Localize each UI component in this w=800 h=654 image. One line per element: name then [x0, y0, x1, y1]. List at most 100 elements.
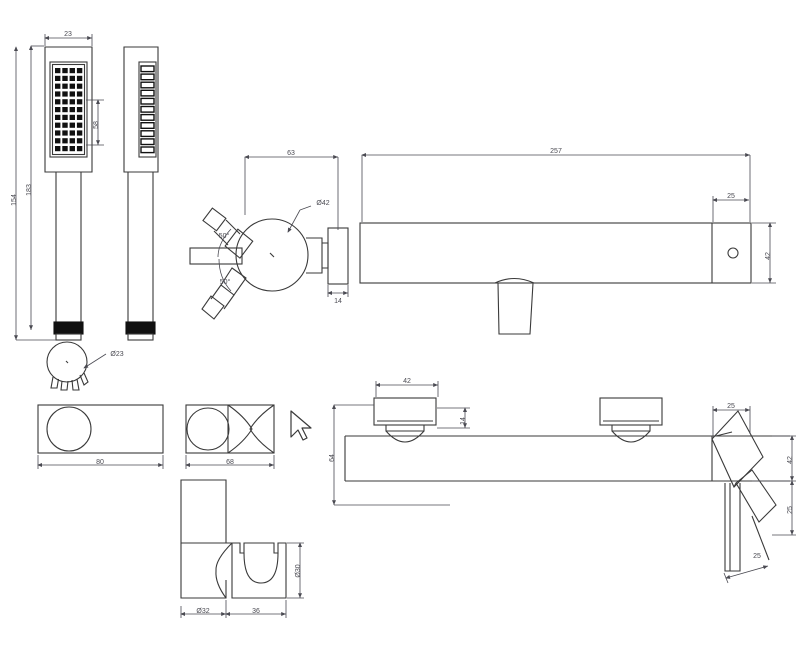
dim-mixer-end-25 — [712, 196, 749, 222]
dim-cradle-diameter-30 — [287, 542, 304, 599]
nozzle-cell — [76, 83, 83, 89]
view-bracket-front — [180, 479, 287, 599]
dim-bracket-side-68 — [185, 455, 275, 469]
dim-outlet-offset-25 — [712, 406, 751, 436]
nozzle-cell — [76, 107, 83, 113]
dim-bracket-width-80 — [37, 455, 164, 469]
nozzle-grid-front — [55, 68, 83, 152]
view-bracket-side — [185, 404, 275, 454]
nozzle-cell — [69, 138, 75, 144]
dim-label-handshower-width: 23 — [64, 31, 72, 38]
nozzle-cell — [76, 75, 83, 81]
dim-label-outlet-offset: 25 — [727, 403, 735, 410]
dim-drop-25 — [772, 480, 796, 536]
nozzle-cell — [55, 107, 61, 113]
nozzle-grid-side — [140, 65, 155, 154]
dim-handle-height-14 — [437, 407, 470, 429]
dim-label-cradle-diameter: Ø30 — [295, 564, 302, 577]
nozzle-cell — [69, 122, 75, 128]
dim-label-outlet-diameter: Ø23 — [110, 351, 123, 358]
nozzle-cell — [62, 122, 68, 128]
nozzle-cell — [55, 75, 61, 81]
dim-label-plate-diameter: Ø32 — [196, 608, 209, 615]
dim-label-mixer-length: 257 — [550, 148, 562, 155]
dim-label-handle-height: 14 — [460, 417, 467, 425]
nozzle-cell — [69, 68, 75, 74]
dim-label-bracket-side: 68 — [226, 459, 234, 466]
dim-outlet-diameter-23 — [83, 353, 107, 369]
dim-label-mixer-end: 25 — [727, 193, 735, 200]
dim-outlet-depth-42 — [752, 435, 796, 482]
dim-label-overall-height: 64 — [329, 454, 336, 462]
dim-label-hose: 25 — [753, 553, 761, 560]
nozzle-cell — [62, 138, 68, 144]
nozzle-cell — [76, 122, 83, 128]
view-handshower-side — [123, 46, 159, 341]
dim-knob-diameter-42 — [287, 205, 312, 233]
nozzle-cell — [55, 146, 61, 152]
dim-label-escutcheon: 14 — [334, 298, 342, 305]
nozzle-cell — [62, 114, 68, 120]
nozzle-cell — [140, 146, 155, 154]
nozzle-cell — [140, 138, 155, 146]
nozzle-cell — [55, 91, 61, 97]
view-mixer-bar-front — [344, 397, 790, 572]
nozzle-cell — [62, 91, 68, 97]
nozzle-cell — [140, 73, 155, 81]
dim-label-outlet-depth: 42 — [787, 456, 794, 464]
view-valve-body-front — [189, 207, 349, 320]
nozzle-cell — [69, 99, 75, 105]
dim-handle-width-42 — [375, 381, 439, 397]
dim-label-angle-lower: 50° — [220, 278, 231, 286]
nozzle-cell — [76, 146, 83, 152]
nozzle-cell — [69, 130, 75, 136]
nozzle-cell — [69, 146, 75, 152]
nozzle-cell — [69, 75, 75, 81]
dim-handshower-183 — [29, 45, 44, 330]
nozzle-cell — [76, 99, 83, 105]
nozzle-cell — [76, 138, 83, 144]
nozzle-cell — [69, 83, 75, 89]
dim-valve-width-63 — [244, 155, 339, 230]
nozzle-cell — [76, 114, 83, 120]
view-handshower-front — [44, 46, 93, 341]
nozzle-cell — [140, 121, 155, 129]
nozzle-cell — [62, 146, 68, 152]
dim-mixer-length-257 — [361, 153, 751, 222]
dim-label-handshower-154: 154 — [11, 194, 18, 206]
nozzle-cell — [55, 138, 61, 144]
view-mixer-bar-top — [359, 222, 752, 335]
nozzle-cell — [55, 130, 61, 136]
nozzle-cell — [69, 91, 75, 97]
nozzle-cell — [62, 130, 68, 136]
dim-mixer-depth-42 — [752, 222, 776, 284]
dim-handshower-154 — [14, 46, 56, 341]
nozzle-cell — [69, 114, 75, 120]
dim-label-knob-diameter: Ø42 — [316, 200, 329, 207]
mouse-pointer-icon — [290, 410, 312, 441]
dim-hose-25 — [723, 565, 769, 584]
view-bracket-top — [37, 404, 164, 454]
nozzle-cell — [140, 113, 155, 121]
nozzle-cell — [62, 68, 68, 74]
dim-label-valve-width: 63 — [287, 150, 295, 157]
nozzle-cell — [55, 114, 61, 120]
dim-overall-height-64 — [332, 404, 450, 506]
dim-label-cradle-projection: 36 — [252, 608, 260, 615]
dim-label-mixer-depth: 42 — [765, 252, 772, 260]
dim-label-handshower-183: 183 — [26, 184, 33, 196]
nozzle-cell — [69, 107, 75, 113]
nozzle-cell — [76, 91, 83, 97]
dim-label-drop: 25 — [787, 506, 794, 514]
nozzle-cell — [140, 130, 155, 138]
dim-label-spray-face: 58 — [93, 121, 100, 129]
dim-escutcheon-14 — [327, 285, 349, 297]
nozzle-cell — [140, 105, 155, 113]
nozzle-cell — [140, 65, 155, 73]
dim-spray-face-58 — [86, 99, 104, 146]
nozzle-cell — [62, 99, 68, 105]
dim-angle-lower-50 — [218, 258, 232, 292]
nozzle-cell — [62, 107, 68, 113]
